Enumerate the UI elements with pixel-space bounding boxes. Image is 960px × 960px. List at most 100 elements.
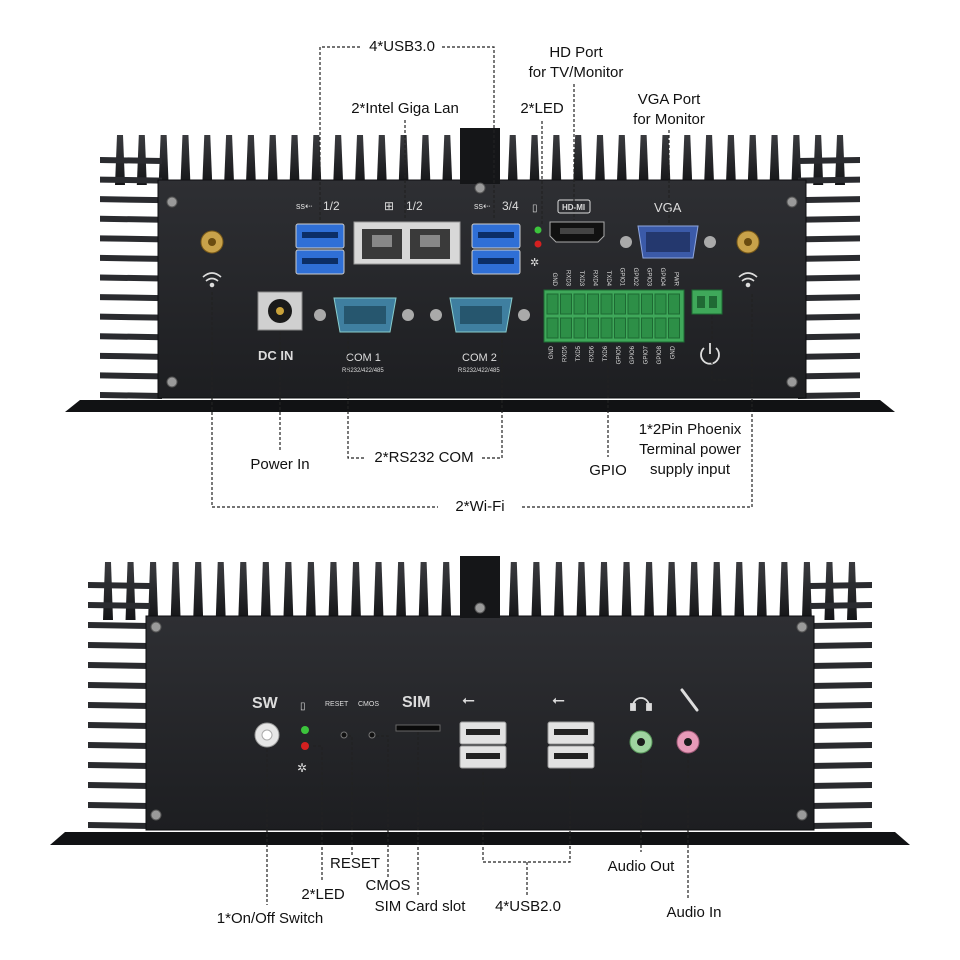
hdmi-label: HD-MI bbox=[562, 203, 585, 212]
com1-label: COM 1 bbox=[346, 352, 381, 364]
top-status-leds: ▯ ✲ bbox=[530, 203, 542, 269]
heatsink-fin bbox=[704, 135, 715, 185]
heatsink-fin bbox=[158, 135, 169, 185]
callout-hd-port-line1: HD Port bbox=[549, 44, 603, 61]
gpio-pin-label: TXD6 bbox=[603, 345, 609, 361]
gpio-pin-bottom bbox=[654, 317, 667, 339]
vga-port[interactable] bbox=[620, 225, 716, 259]
lan-port-pair[interactable] bbox=[353, 221, 461, 265]
heatsink-fin bbox=[398, 135, 409, 185]
callout-audio-out: Audio Out bbox=[607, 858, 675, 875]
sim-card-slot[interactable] bbox=[395, 724, 441, 732]
usb3-port-pair-right[interactable] bbox=[471, 223, 521, 275]
gpio-pin-bottom bbox=[627, 317, 640, 339]
gpio-pin-label: RXD4 bbox=[592, 270, 598, 287]
callout-top-led: 2*LED bbox=[520, 100, 564, 117]
heatsink-fin bbox=[215, 562, 226, 620]
gpio-pin-label: GPIO1 bbox=[619, 268, 625, 287]
usb3-port-pair-left[interactable] bbox=[295, 223, 345, 275]
audio-out-jack[interactable] bbox=[629, 730, 653, 754]
com2-sub-label: RS232/422/485 bbox=[458, 368, 500, 374]
side-fin bbox=[798, 294, 860, 302]
heatsink-fin bbox=[573, 135, 584, 185]
side-fin bbox=[88, 782, 150, 789]
side-fin bbox=[810, 622, 872, 629]
gpio-pin-top bbox=[641, 293, 653, 315]
usb2-port-pair-right[interactable] bbox=[547, 721, 595, 769]
vga-label: VGA bbox=[654, 200, 682, 215]
hdmi-port[interactable]: HD-MI bbox=[549, 199, 605, 243]
com1-db9-port[interactable] bbox=[314, 297, 414, 333]
side-fin bbox=[100, 176, 162, 184]
sw-label: SW bbox=[252, 695, 279, 712]
callout-rs232: 2*RS232 COM bbox=[374, 449, 474, 466]
bottom-device: SW ▯ ✲ RESET CMOS SIM ⭠ ⭠ bbox=[50, 556, 910, 845]
callout-intel-lan: 2*Intel Giga Lan bbox=[351, 100, 459, 117]
side-fin bbox=[100, 274, 162, 282]
side-fin bbox=[88, 822, 150, 829]
gpio-pin-bottom bbox=[587, 317, 599, 339]
heatsink-fin bbox=[599, 562, 609, 620]
side-fin bbox=[798, 157, 860, 164]
side-fin bbox=[810, 742, 872, 749]
side-fin bbox=[798, 352, 860, 360]
side-fin bbox=[810, 762, 872, 769]
callout-reset: RESET bbox=[329, 855, 381, 872]
heatsink-fin bbox=[779, 562, 790, 620]
heatsink-fin bbox=[638, 135, 649, 185]
heatsink-fin bbox=[508, 562, 519, 620]
callout-hd-port-line2: for TV/Monitor bbox=[528, 64, 624, 81]
callout-audio-in: Audio In bbox=[666, 904, 722, 921]
gpio-pin-bottom bbox=[668, 317, 680, 339]
side-fin bbox=[100, 333, 162, 341]
dc-in-label: DC IN bbox=[258, 348, 293, 363]
usb2-port-pair-left[interactable] bbox=[459, 721, 507, 769]
usb3-left-icon: ss⇠ bbox=[296, 201, 313, 211]
gpio-terminal-block[interactable] bbox=[543, 289, 685, 343]
heatsink-fin bbox=[507, 135, 518, 185]
heatsink-fin bbox=[682, 135, 693, 185]
heatsink-fin bbox=[847, 562, 857, 620]
side-fin bbox=[100, 352, 162, 360]
heatsink-fin bbox=[553, 562, 564, 620]
com2-db9-port[interactable] bbox=[430, 297, 530, 333]
heatsink-fin bbox=[769, 135, 780, 185]
heatsink-fin bbox=[442, 135, 453, 185]
audio-in-jack[interactable] bbox=[676, 730, 700, 754]
gpio-pin-top bbox=[587, 293, 599, 315]
cmos-button[interactable] bbox=[368, 731, 376, 739]
side-fin bbox=[100, 294, 162, 302]
heatsink-fin bbox=[644, 562, 655, 620]
callout-on-off-switch: 1*On/Off Switch bbox=[216, 910, 324, 927]
side-fin bbox=[810, 722, 872, 729]
heatsink-fin bbox=[734, 562, 745, 620]
phoenix-power-terminal[interactable] bbox=[691, 289, 723, 315]
side-fin bbox=[798, 392, 860, 399]
callout-phoenix-line3: supply input bbox=[649, 461, 731, 478]
dc-in-jack[interactable] bbox=[257, 291, 303, 331]
heatsink-fin bbox=[660, 135, 671, 185]
heatsink-fin bbox=[689, 562, 700, 620]
usb2-icon-left: ⭠ bbox=[462, 692, 475, 709]
heatsink-fin bbox=[311, 135, 322, 185]
callout-usb3: 4*USB3.0 bbox=[369, 38, 435, 55]
side-fin bbox=[88, 762, 150, 769]
side-fin bbox=[798, 254, 860, 262]
gpio-pin-bottom bbox=[546, 317, 559, 339]
heatsink-fin bbox=[616, 135, 627, 185]
side-fin bbox=[798, 196, 860, 204]
cmos-panel-label: CMOS bbox=[358, 701, 379, 708]
gpio-pin-label: RXD5 bbox=[563, 345, 569, 362]
side-fin bbox=[88, 662, 150, 669]
heatsink-fin bbox=[267, 135, 278, 185]
heatsink-fin bbox=[103, 562, 113, 620]
side-fin bbox=[88, 642, 150, 649]
gpio-pin-label: TXD4 bbox=[605, 271, 611, 287]
reset-button[interactable] bbox=[340, 731, 348, 739]
power-switch[interactable] bbox=[254, 722, 280, 748]
gpio-pin-bottom bbox=[560, 317, 572, 339]
side-fin bbox=[100, 372, 162, 380]
heatsink-fin bbox=[791, 135, 802, 185]
gpio-pin-label: GPIO5 bbox=[617, 345, 623, 364]
side-fin bbox=[100, 254, 162, 262]
